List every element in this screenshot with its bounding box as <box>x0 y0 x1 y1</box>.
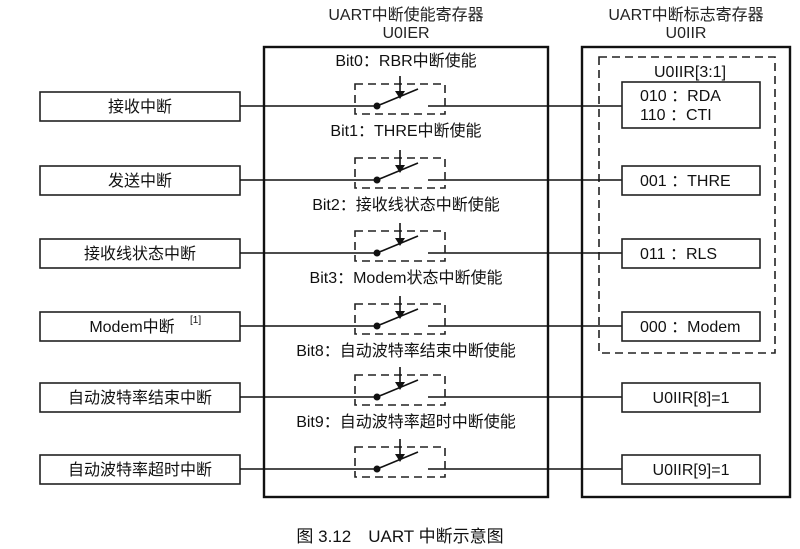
switch-blade <box>376 162 419 181</box>
interrupt-source-label: 接收线状态中断 <box>84 245 196 263</box>
interrupt-flag-value: 000 ：Modem <box>640 319 741 336</box>
iir-title: UART中断标志寄存器 <box>608 6 763 24</box>
interrupt-row: Modem中断 [1] Bit3：Modem状态中断使能 000 ：Modem <box>39 269 761 342</box>
interrupt-flag-value: 110 ：CTI <box>640 107 712 124</box>
footnote-marker: [1] <box>190 315 201 326</box>
interrupt-flag-value: 011 ：RLS <box>640 246 717 263</box>
interrupt-row: 接收线状态中断 Bit2：接收线状态中断使能 011 ：RLS <box>39 196 761 269</box>
interrupt-source-box <box>39 238 241 269</box>
interrupt-source-label: Modem中断 <box>89 318 174 336</box>
interrupt-row: 自动波特率结束中断 Bit8：自动波特率结束中断使能 U0IIR[8]=1 <box>39 342 761 413</box>
interrupt-source-label: 自动波特率超时中断 <box>68 461 212 479</box>
arrow-head-icon <box>395 165 405 173</box>
figure-caption: 图 3.12 UART 中断示意图 <box>296 527 503 546</box>
interrupt-row: 自动波特率超时中断 Bit9：自动波特率超时中断使能 U0IIR[9]=1 <box>39 413 761 485</box>
iir-register-box <box>580 45 792 499</box>
interrupt-flag-box <box>621 165 761 196</box>
interrupt-flag-value: 010 ：RDA <box>640 88 721 105</box>
interrupt-source-label: 接收中断 <box>108 98 172 116</box>
interrupt-source-box <box>39 311 241 342</box>
interrupt-source-box <box>39 454 241 485</box>
ier-register-box <box>262 45 550 499</box>
switch-blade <box>376 308 419 327</box>
interrupt-source-label: 发送中断 <box>108 172 172 190</box>
interrupt-flag-box <box>621 311 761 342</box>
switch-blade <box>376 235 419 254</box>
enable-bit-label: Bit2：接收线状态中断使能 <box>312 196 500 214</box>
interrupt-source-box <box>39 382 241 413</box>
interrupt-flag-box <box>621 454 761 485</box>
arrow-head-icon <box>395 238 405 246</box>
interrupt-row: 发送中断 Bit1：THRE中断使能 001 ：THRE <box>39 122 761 196</box>
iir-3-1-group <box>598 56 776 354</box>
ier-title: UART中断使能寄存器 <box>328 6 483 24</box>
interrupt-flag-value: U0IIR[8]=1 <box>653 390 730 407</box>
interrupt-source-box <box>39 91 241 122</box>
enable-bit-label: Bit1：THRE中断使能 <box>330 122 481 140</box>
iir-name: U0IIR <box>666 25 707 42</box>
interrupt-flag-value: 001 ：THRE <box>640 173 731 190</box>
arrow-head-icon <box>395 454 405 462</box>
interrupt-flag-box <box>621 81 761 129</box>
enable-bit-label: Bit9：自动波特率超时中断使能 <box>296 413 516 431</box>
enable-bit-label: Bit8：自动波特率结束中断使能 <box>296 342 516 360</box>
enable-bit-label: Bit0：RBR中断使能 <box>335 52 476 70</box>
switch-blade <box>376 88 419 107</box>
enable-bit-label: Bit3：Modem状态中断使能 <box>310 269 503 287</box>
interrupt-source-label: 自动波特率结束中断 <box>68 389 212 407</box>
arrow-head-icon <box>395 311 405 319</box>
interrupt-flag-value: U0IIR[9]=1 <box>653 462 730 479</box>
arrow-head-icon <box>395 91 405 99</box>
interrupt-row: 接收中断 Bit0：RBR中断使能 010 ：RDA 110 ：CTI <box>39 52 761 129</box>
iir-group-label: U0IIR[3:1] <box>654 64 726 81</box>
switch-blade <box>376 379 419 398</box>
arrow-head-icon <box>395 382 405 390</box>
interrupt-flag-box <box>621 382 761 413</box>
switch-blade <box>376 451 419 470</box>
interrupt-flag-box <box>621 238 761 269</box>
ier-name: U0IER <box>382 25 429 42</box>
